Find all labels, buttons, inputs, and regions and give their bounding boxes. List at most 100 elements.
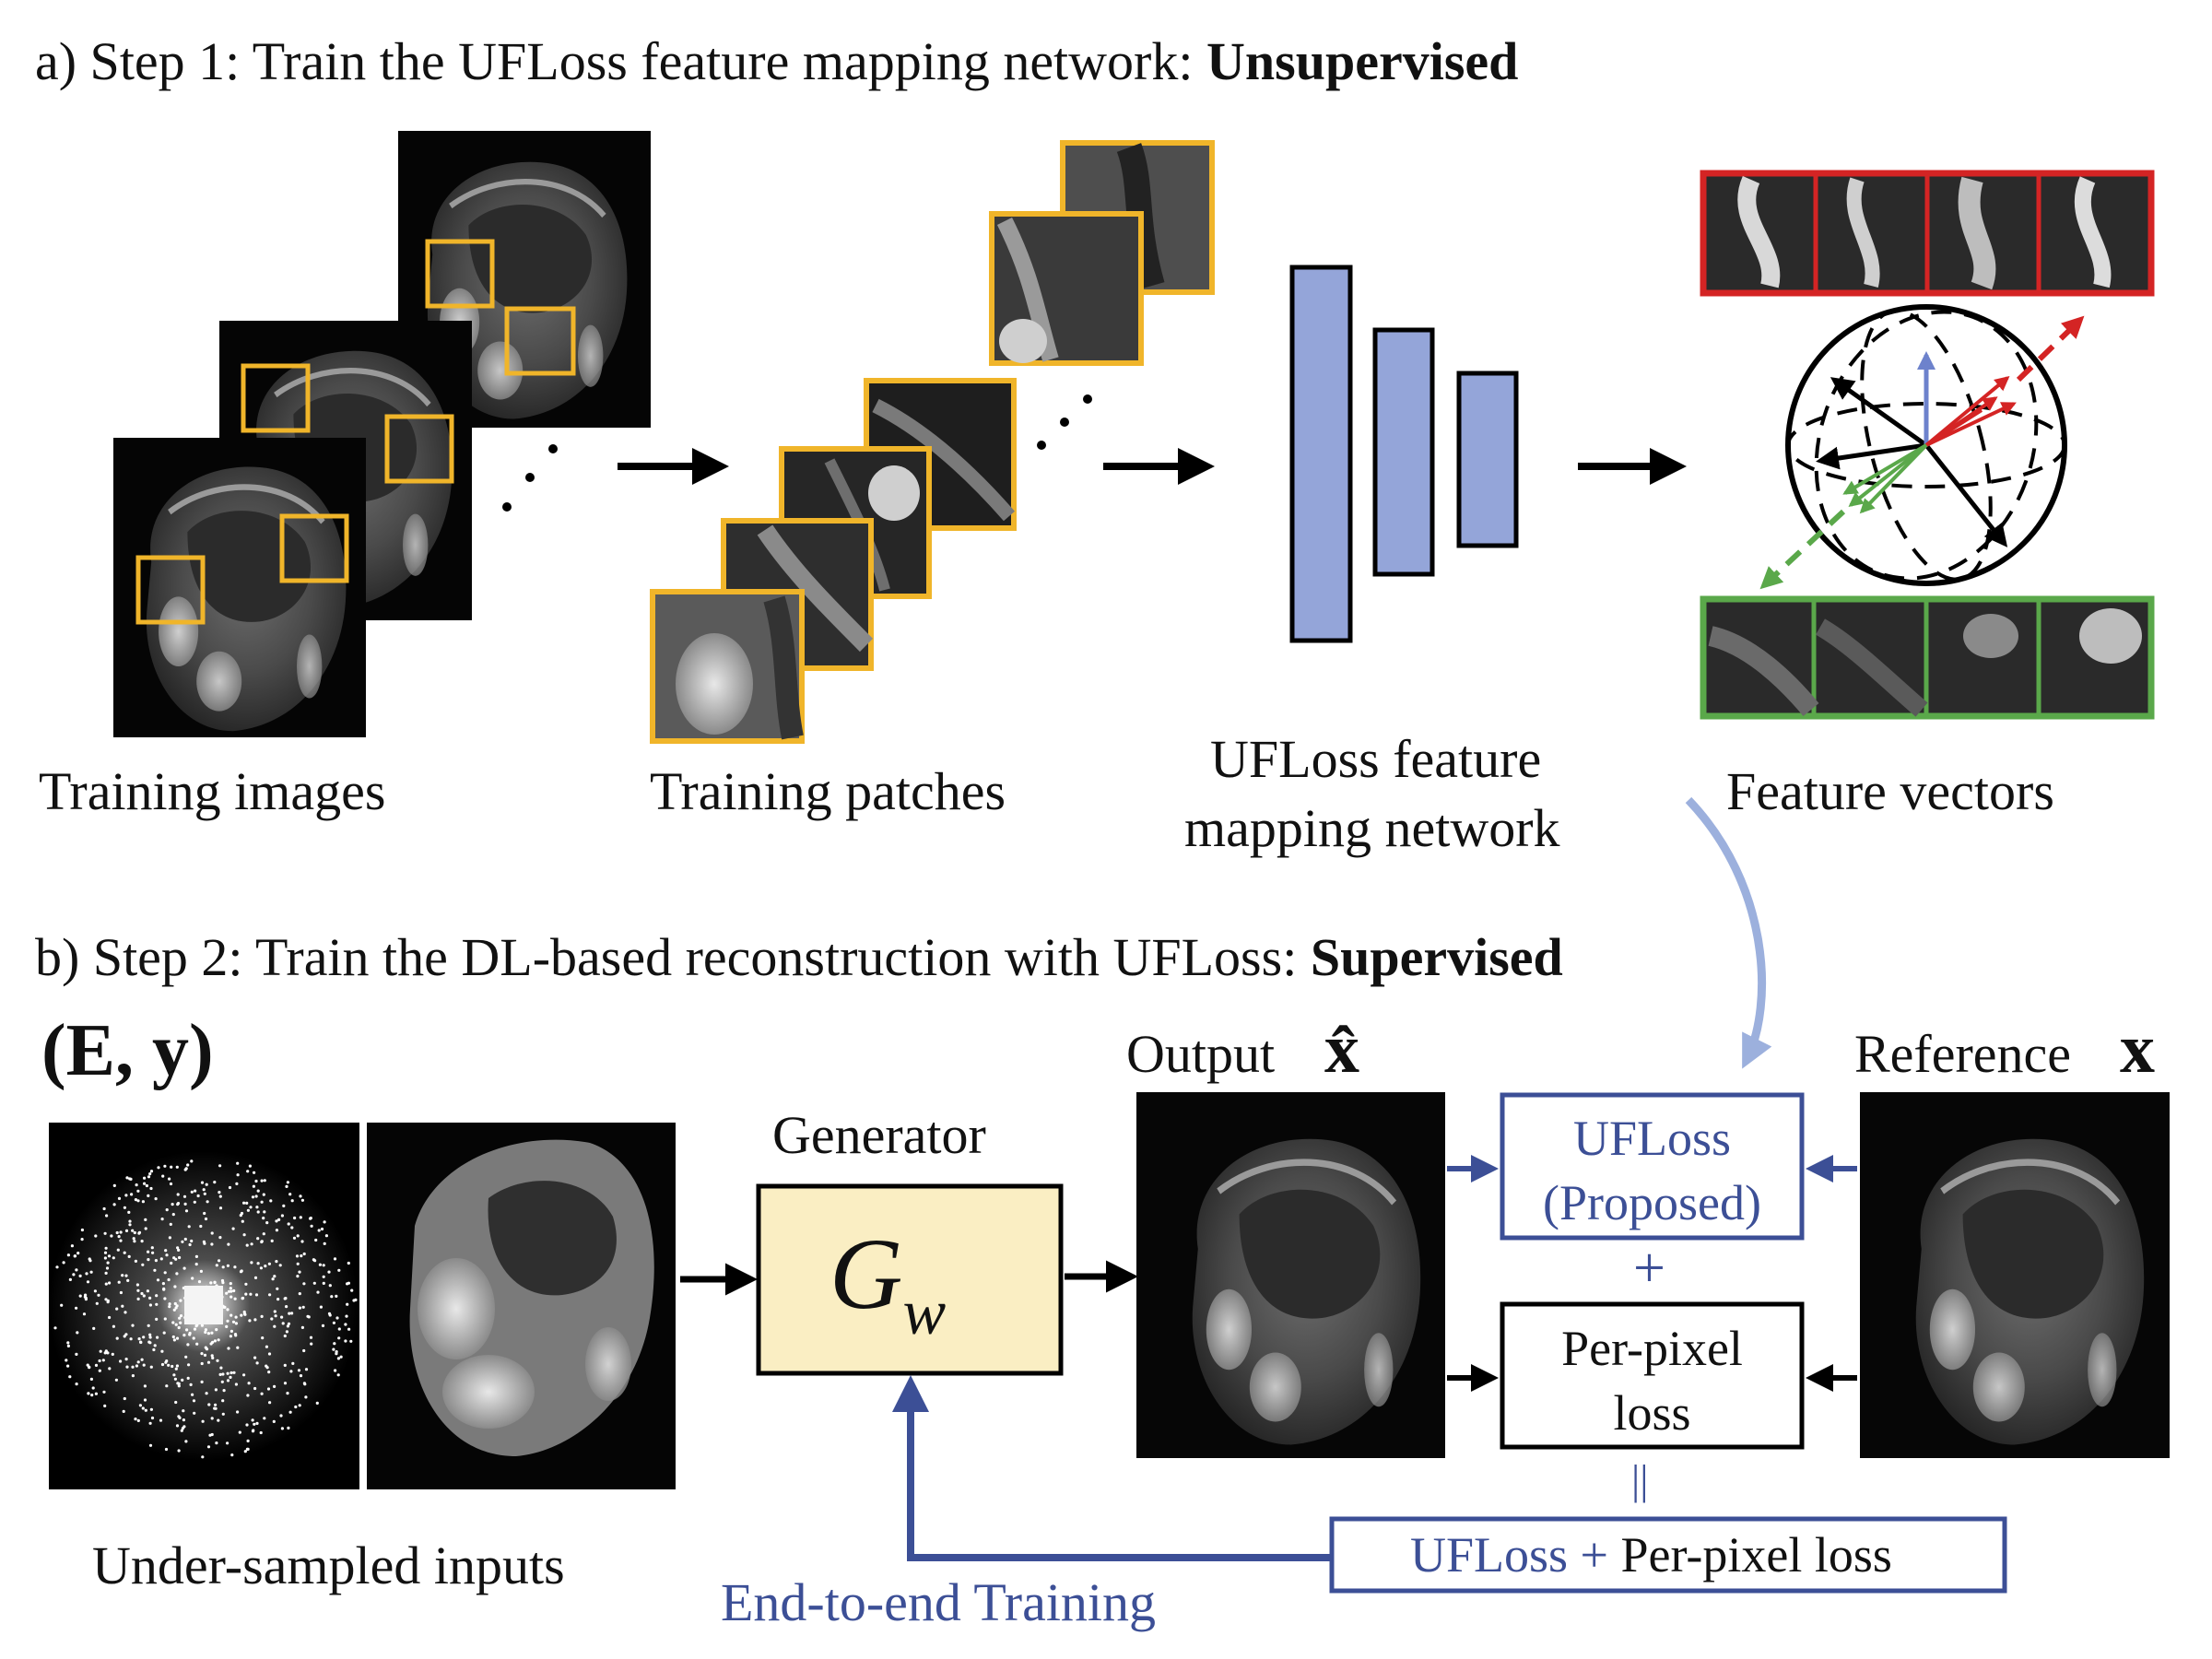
kspace-sample-dot (265, 1221, 269, 1225)
kspace-sample-dot (108, 1367, 112, 1371)
kspace-sample-dot (137, 1231, 141, 1235)
kspace-sample-dot (197, 1280, 202, 1284)
kspace-sample-dot (150, 1416, 155, 1420)
kspace-sample-dot (181, 1427, 184, 1430)
kspace-sample-dot (247, 1382, 251, 1385)
kspace-sample-dot (136, 1199, 140, 1203)
kspace-sample-dot (117, 1280, 121, 1284)
kspace-sample-dot (163, 1271, 167, 1275)
feature-strip-red (1700, 170, 2155, 297)
kspace-sample-dot (178, 1416, 182, 1419)
kspace-sample-dot (164, 1447, 169, 1452)
kspace-sample-dot (320, 1227, 324, 1231)
kspace-sample-dot (171, 1203, 174, 1206)
kspace-sample-dot (210, 1417, 214, 1420)
kspace-sample-dot (205, 1182, 208, 1186)
label-generator: Generator (772, 1105, 986, 1165)
kspace-sample-dot (140, 1358, 144, 1361)
kspace-sample-dot (119, 1230, 123, 1234)
kspace-sample-dot (174, 1323, 178, 1326)
kspace-sample-dot (283, 1334, 287, 1338)
kspace-sample-dot (304, 1395, 308, 1399)
kspace-sample-dot (93, 1289, 97, 1293)
kspace-sample-dot (141, 1406, 145, 1410)
kspace-sample-dot (229, 1287, 232, 1290)
kspace-sample-dot (333, 1257, 337, 1261)
equals-sign: || (1631, 1456, 1649, 1503)
kspace-sample-dot (309, 1217, 312, 1220)
kspace-sample-dot (262, 1193, 265, 1196)
kspace-sample-dot (240, 1313, 243, 1317)
kspace-sample-dot (194, 1254, 198, 1258)
kspace-sample-dot (316, 1290, 320, 1294)
kspace-sample-dot (121, 1274, 124, 1277)
kspace-sample-dot (254, 1179, 258, 1183)
kspace-sample-dot (170, 1165, 173, 1169)
kspace-sample-dot (186, 1376, 190, 1380)
kspace-sample-dot (141, 1263, 145, 1266)
kspace-sample-dot (133, 1240, 136, 1243)
kspace-sample-dot (268, 1293, 272, 1297)
kspace-sample-dot (68, 1375, 72, 1379)
training-patches-stack (650, 140, 1215, 744)
kspace-sample-dot (175, 1272, 179, 1276)
kspace-sample-dot (117, 1235, 121, 1239)
kspace-sample-dot (232, 1288, 236, 1293)
kspace-sample-dot (178, 1316, 182, 1320)
kspace-sample-dot (103, 1256, 107, 1260)
kspace-sample-dot (179, 1321, 182, 1324)
kspace-sample-dot (218, 1194, 222, 1198)
kspace-sample-dot (201, 1419, 205, 1423)
kspace-sample-dot (149, 1407, 153, 1411)
generator-symbol: Gw (830, 1223, 946, 1346)
kspace-sample-dot (218, 1372, 222, 1376)
kspace-sample-dot (215, 1264, 218, 1267)
kspace-sample-dot (136, 1360, 140, 1364)
kspace-sample-dot (245, 1201, 249, 1205)
kspace-sample-dot (115, 1307, 119, 1311)
kspace-sample-dot (165, 1384, 169, 1388)
kspace-sample-dot (275, 1229, 278, 1232)
arrow-end-to-end (892, 1375, 1332, 1561)
kspace-sample-dot (273, 1324, 276, 1328)
kspace-sample-dot (317, 1229, 321, 1232)
kspace-sample-dot (227, 1289, 231, 1293)
kspace-sample-dot (171, 1364, 174, 1369)
kspace-sample-dot (177, 1325, 181, 1330)
ellipsis-patches (1037, 394, 1092, 450)
kspace-sample-dot (89, 1377, 93, 1381)
kspace-sample-dot (299, 1194, 302, 1198)
kspace-sample-dot (243, 1450, 247, 1453)
kspace-sample-dot (245, 1423, 249, 1427)
kspace-sample-dot (184, 1167, 188, 1171)
kspace-sample-dot (135, 1283, 139, 1287)
kspace-sample-dot (207, 1403, 211, 1406)
kspace-sample-dot (179, 1299, 182, 1302)
kspace-sample-dot (127, 1210, 131, 1214)
kspace-sample-dot (112, 1183, 116, 1187)
kspace-sample-dot (283, 1297, 287, 1300)
kspace-sample-dot (160, 1218, 164, 1221)
kspace-sample-dot (206, 1360, 211, 1364)
kspace-sample-dot (210, 1432, 214, 1437)
kspace-sample-dot (246, 1170, 250, 1173)
kspace-sample-dot (307, 1315, 311, 1319)
kspace-sample-dot (201, 1455, 205, 1459)
kspace-sample-dot (75, 1382, 78, 1386)
kspace-sample-dot (194, 1263, 198, 1266)
kspace-sample-dot (94, 1234, 98, 1238)
patch-top-front (989, 211, 1144, 366)
kspace-sample-dot (124, 1274, 128, 1277)
kspace-sample-dot (214, 1406, 218, 1410)
kspace-sample-dot (173, 1301, 177, 1306)
kspace-sample-dot (295, 1254, 300, 1258)
kspace-sample-dot (159, 1418, 163, 1422)
kspace-sample-dot (148, 1443, 153, 1447)
kspace-sample-dot (221, 1412, 225, 1416)
kspace-sample-dot (66, 1364, 70, 1368)
kspace-sample-dot (123, 1206, 126, 1209)
kspace-sample-dot (62, 1261, 65, 1265)
kspace-sample-dot (299, 1374, 303, 1378)
kspace-sample-dot (147, 1250, 150, 1253)
